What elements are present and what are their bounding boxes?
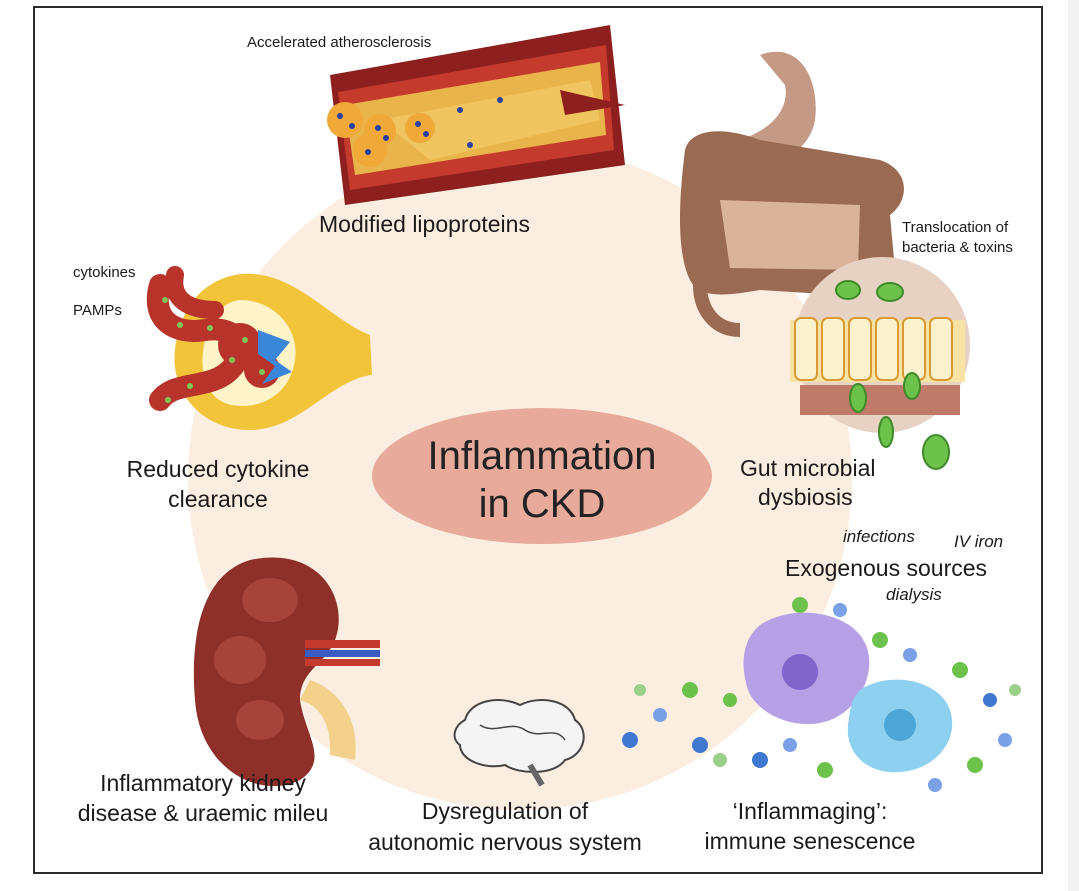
brain-illustration bbox=[453, 699, 585, 787]
center-ellipse bbox=[372, 408, 712, 544]
label-infections: infections bbox=[843, 527, 915, 546]
label-translocation-line1: Translocation of bbox=[902, 219, 1009, 236]
label-autonomic-line2: autonomic nervous system bbox=[368, 829, 642, 855]
label-inflammaging-line2: immune senescence bbox=[704, 828, 916, 854]
label-gut-line2: dysbiosis bbox=[758, 484, 853, 510]
label-iv-iron: IV iron bbox=[954, 532, 1004, 551]
label-modified-lipoproteins: Modified lipoproteins bbox=[319, 211, 530, 237]
artery-illustration bbox=[327, 25, 625, 205]
label-gut-line1: Gut microbial bbox=[740, 455, 876, 481]
label-kidney-line2: disease & uraemic mileu bbox=[77, 800, 329, 826]
label-inflammaging-line1: ‘Inflammaging’: bbox=[732, 798, 888, 824]
gut-illustration bbox=[680, 51, 904, 337]
label-dialysis: dialysis bbox=[886, 585, 942, 604]
label-reduced-clearance-line2: clearance bbox=[168, 486, 268, 512]
glomerulus-illustration bbox=[146, 266, 372, 430]
label-kidney-line1: Inflammatory kidney bbox=[100, 770, 306, 796]
scroll-strip bbox=[1068, 0, 1079, 891]
kidney-illustration bbox=[193, 557, 380, 787]
label-accelerated-atherosclerosis: Accelerated atherosclerosis bbox=[247, 34, 432, 51]
label-exogenous-sources: Exogenous sources bbox=[785, 555, 988, 581]
label-translocation-line2: bacteria & toxins bbox=[902, 239, 1013, 256]
label-reduced-clearance-line1: Reduced cytokine bbox=[126, 456, 310, 482]
label-autonomic-line1: Dysregulation of bbox=[421, 798, 589, 824]
immune-cells-illustration bbox=[622, 597, 1021, 792]
label-pamps: PAMPs bbox=[73, 302, 122, 319]
gut-microbiome-illustration bbox=[790, 257, 970, 470]
label-cytokines: cytokines bbox=[73, 264, 136, 281]
